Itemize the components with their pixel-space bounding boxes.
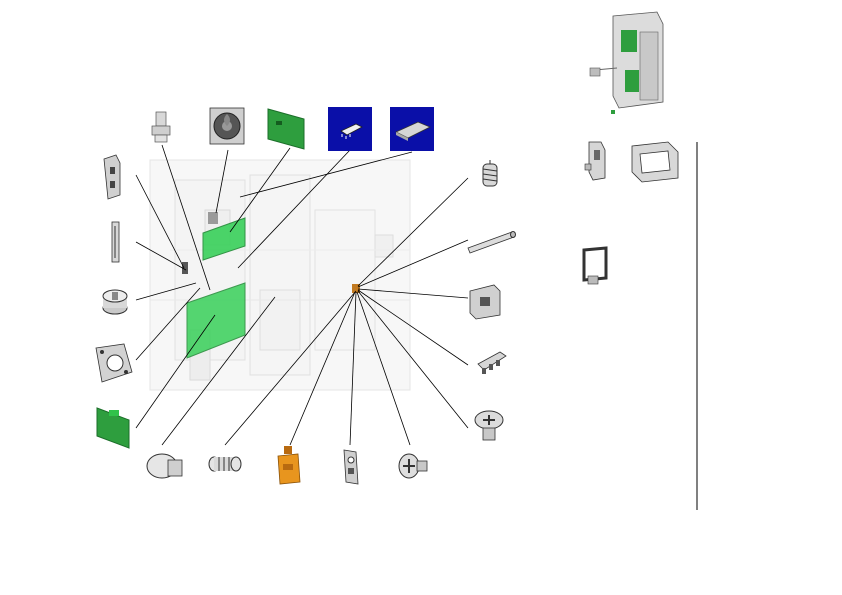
coil-spring-icon[interactable] bbox=[482, 160, 498, 187]
connector-icon[interactable] bbox=[477, 351, 507, 374]
rectangular-frame-icon[interactable] bbox=[631, 141, 679, 183]
assembly-component bbox=[182, 262, 188, 274]
mounting-frame-icon[interactable] bbox=[95, 343, 133, 383]
sheet-metal-bracket-icon[interactable] bbox=[584, 141, 606, 181]
mushroom-button-icon[interactable] bbox=[146, 453, 183, 479]
knob-icon[interactable] bbox=[102, 289, 128, 315]
leader-lines bbox=[135, 144, 469, 446]
u-bracket-icon[interactable] bbox=[582, 246, 608, 285]
full-assembly-thumbnail-icon[interactable] bbox=[589, 11, 664, 114]
orange-connector-icon[interactable] bbox=[277, 446, 301, 485]
coil-spring-icon[interactable] bbox=[208, 456, 242, 472]
cooling-fan-icon[interactable] bbox=[209, 107, 245, 145]
phillips-screw-icon[interactable] bbox=[474, 410, 504, 441]
square-block-icon[interactable] bbox=[469, 284, 501, 320]
pcb-board-icon[interactable] bbox=[96, 407, 130, 449]
pcb-board-icon[interactable] bbox=[267, 108, 305, 150]
cover-plate-icon[interactable] bbox=[390, 107, 434, 151]
phillips-screw-icon[interactable] bbox=[398, 453, 428, 479]
standoff-pin-icon[interactable] bbox=[151, 111, 171, 143]
ic-chip-icon[interactable] bbox=[328, 107, 372, 151]
assembly-hub bbox=[352, 284, 360, 293]
pcb-in-assembly-top bbox=[202, 217, 246, 261]
pcb-in-assembly-main bbox=[186, 282, 246, 359]
assembly-component bbox=[208, 212, 218, 224]
rod-shaft-icon[interactable] bbox=[467, 231, 516, 254]
guide-rail-icon[interactable] bbox=[111, 221, 120, 263]
sheet-metal-bracket-icon[interactable] bbox=[103, 154, 121, 200]
spring-clip-icon[interactable] bbox=[343, 449, 359, 485]
